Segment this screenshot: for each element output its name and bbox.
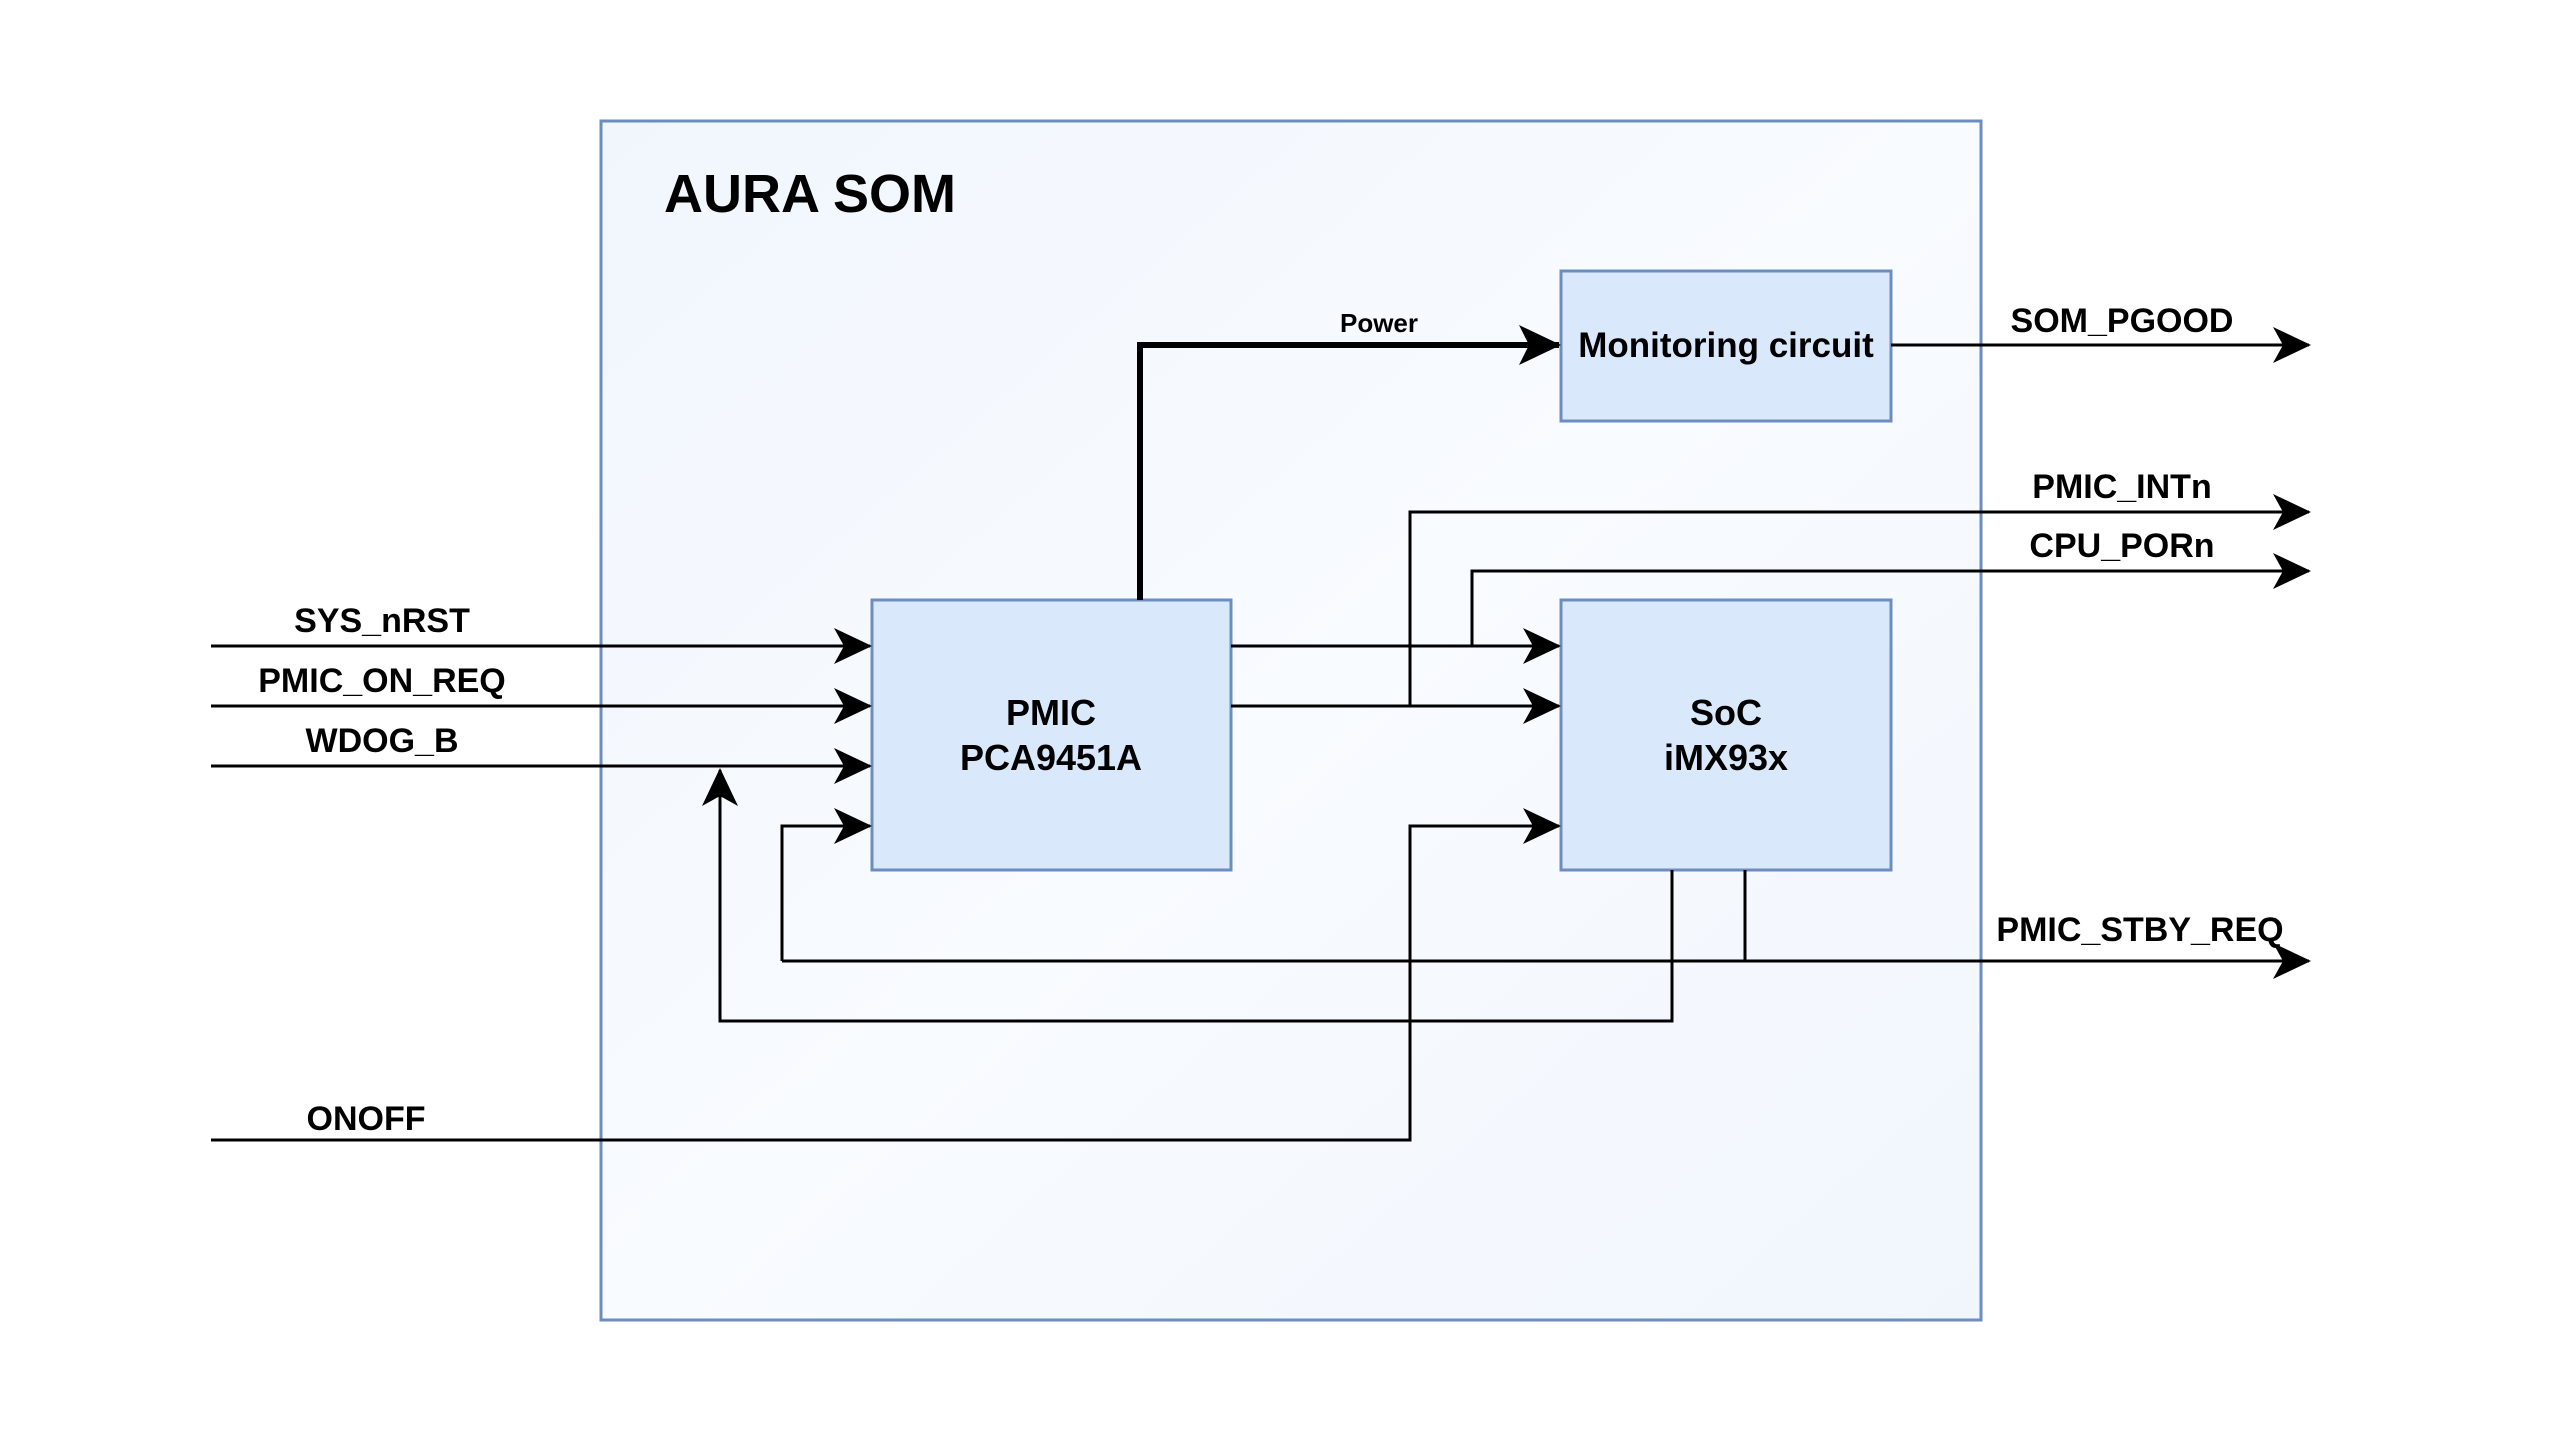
label-wdog-b: WDOG_B — [306, 722, 459, 760]
label-cpu-porn: CPU_PORn — [2029, 527, 2214, 565]
soc-block: SoC iMX93x — [1559, 598, 1893, 872]
wire-power — [1137, 325, 1561, 600]
pmic-label: PMIC — [1006, 692, 1096, 733]
power-label: Power — [1340, 308, 1418, 338]
label-som-pgood: SOM_PGOOD — [2011, 302, 2234, 340]
soc-label: SoC — [1690, 692, 1762, 733]
wire-onoff — [211, 808, 1561, 1142]
label-sys-nrst: SYS_nRST — [294, 602, 470, 640]
wire-stby-to-pmic — [780, 808, 872, 961]
wire-cpu-porn — [1470, 553, 2311, 646]
pmic-part-label: PCA9451A — [960, 737, 1142, 778]
monitoring-block: Monitoring circuit — [1559, 269, 1893, 423]
label-pmic-intn: PMIC_INTn — [2032, 468, 2211, 506]
wire-pmic-intn — [1408, 494, 2311, 706]
label-pmic-on-req: PMIC_ON_REQ — [258, 662, 506, 700]
monitoring-label: Monitoring circuit — [1578, 326, 1874, 365]
som-title: AURA SOM — [664, 164, 956, 224]
label-onoff: ONOFF — [307, 1100, 426, 1138]
pmic-block: PMIC PCA9451A — [870, 598, 1233, 872]
wire-soc-wdog-feedback — [702, 768, 1674, 1023]
label-pmic-stby-req: PMIC_STBY_REQ — [1996, 911, 2283, 949]
soc-part-label: iMX93x — [1664, 737, 1788, 778]
